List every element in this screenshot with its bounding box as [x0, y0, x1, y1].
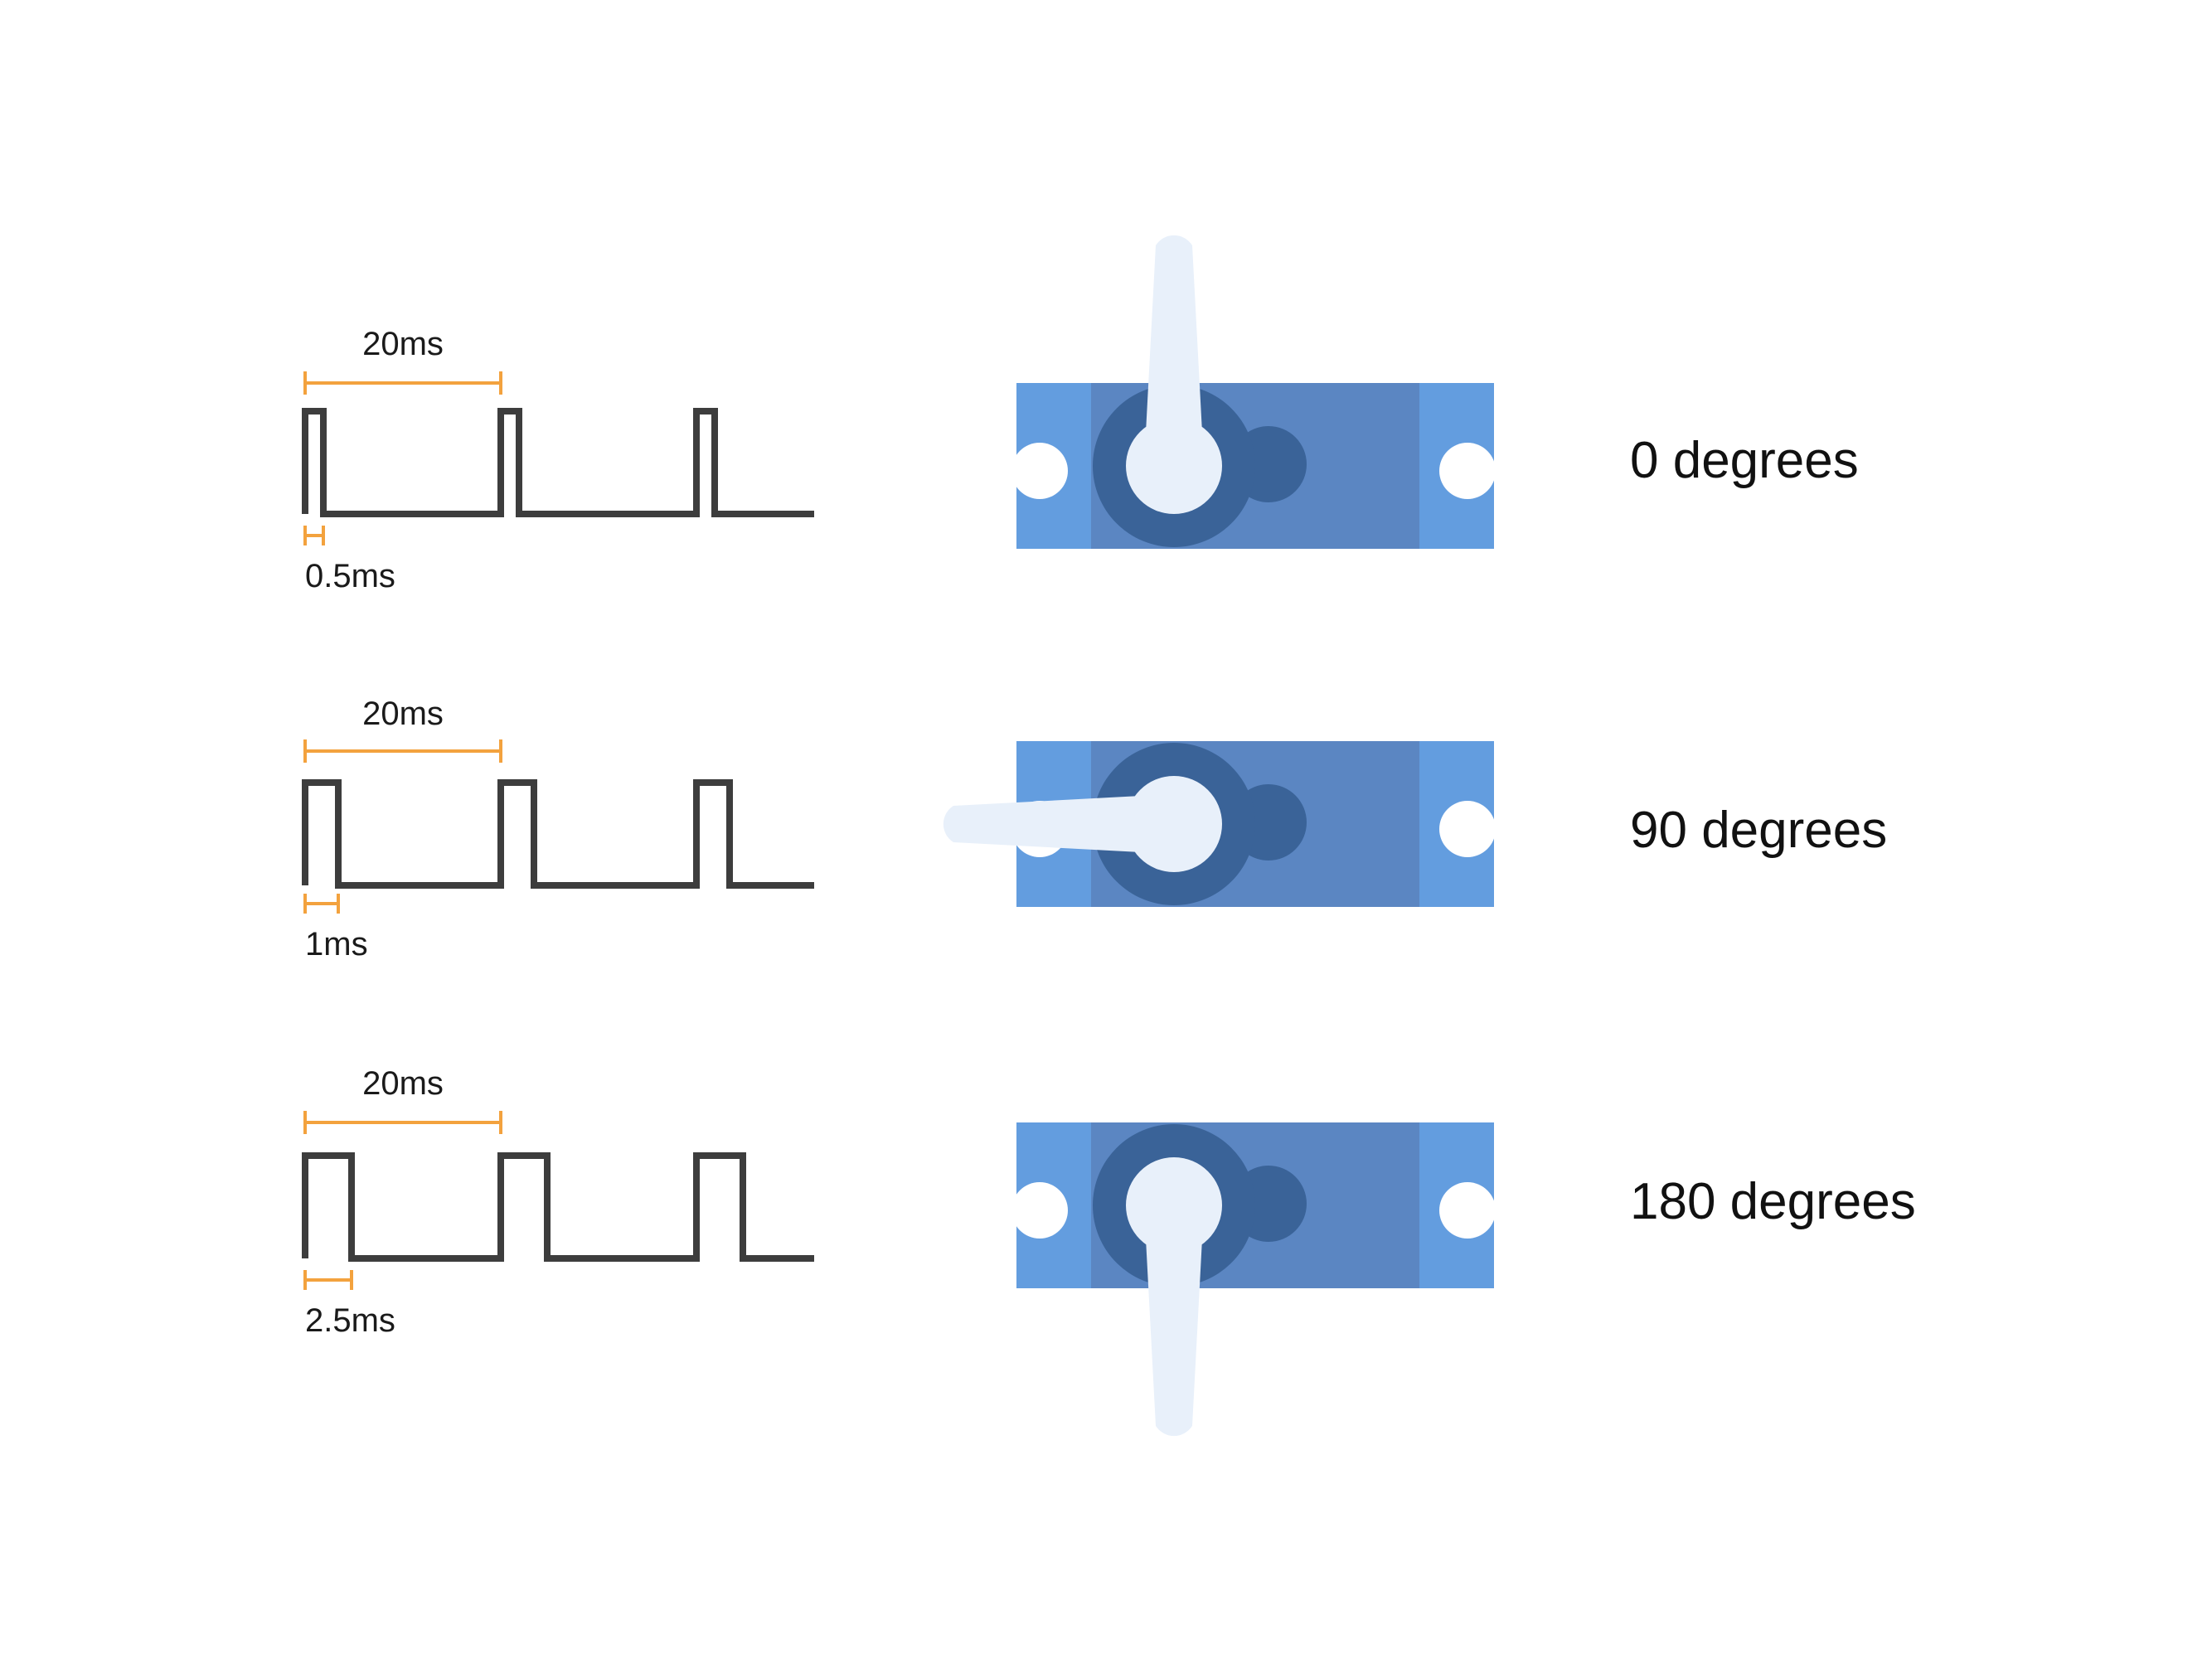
angle-label-0: 0 degrees	[1630, 432, 1859, 489]
servo-horn	[943, 776, 1222, 872]
period-label-1: 20ms	[362, 696, 444, 732]
period-label-0: 20ms	[362, 326, 444, 362]
servo-0	[1011, 235, 1496, 549]
servo-horn	[1126, 235, 1222, 514]
servo-horn-hub	[1126, 418, 1222, 514]
servo-horn	[1126, 1157, 1222, 1437]
mount-hole-right	[1439, 801, 1496, 857]
servo-horn-arm	[943, 796, 1141, 852]
pwm-waveform-0: 20ms 0.5ms	[302, 326, 814, 594]
servo-horn-hub	[1126, 1157, 1222, 1253]
row-0: 20ms 0.5ms 0 degrees	[302, 235, 1859, 594]
waveform-line-2	[302, 1152, 814, 1262]
waveform-line-1	[302, 779, 814, 889]
servo-horn-arm	[1146, 235, 1202, 433]
angle-label-2: 180 degrees	[1630, 1173, 1916, 1230]
servo-horn-hub	[1126, 776, 1222, 872]
pulse-label-2: 2.5ms	[305, 1302, 395, 1339]
servo-1	[943, 741, 1496, 907]
row-2: 20ms 2.5ms 180 degrees	[302, 1065, 1916, 1437]
period-label-2: 20ms	[362, 1065, 444, 1102]
pwm-waveform-2: 20ms 2.5ms	[302, 1065, 814, 1339]
servo-2	[1011, 1122, 1496, 1437]
pwm-waveform-1: 20ms 1ms	[302, 696, 814, 962]
angle-label-1: 90 degrees	[1630, 802, 1887, 859]
mount-hole-left	[1011, 1182, 1068, 1239]
waveform-line-0	[302, 408, 814, 517]
pulse-label-0: 0.5ms	[305, 558, 395, 594]
servo-horn-arm	[1146, 1239, 1202, 1437]
row-1: 20ms 1ms 90 degrees	[302, 696, 1887, 962]
mount-hole-right	[1439, 1182, 1496, 1239]
mount-hole-right	[1439, 443, 1496, 499]
mount-hole-left	[1011, 443, 1068, 499]
pulse-label-1: 1ms	[305, 926, 368, 962]
